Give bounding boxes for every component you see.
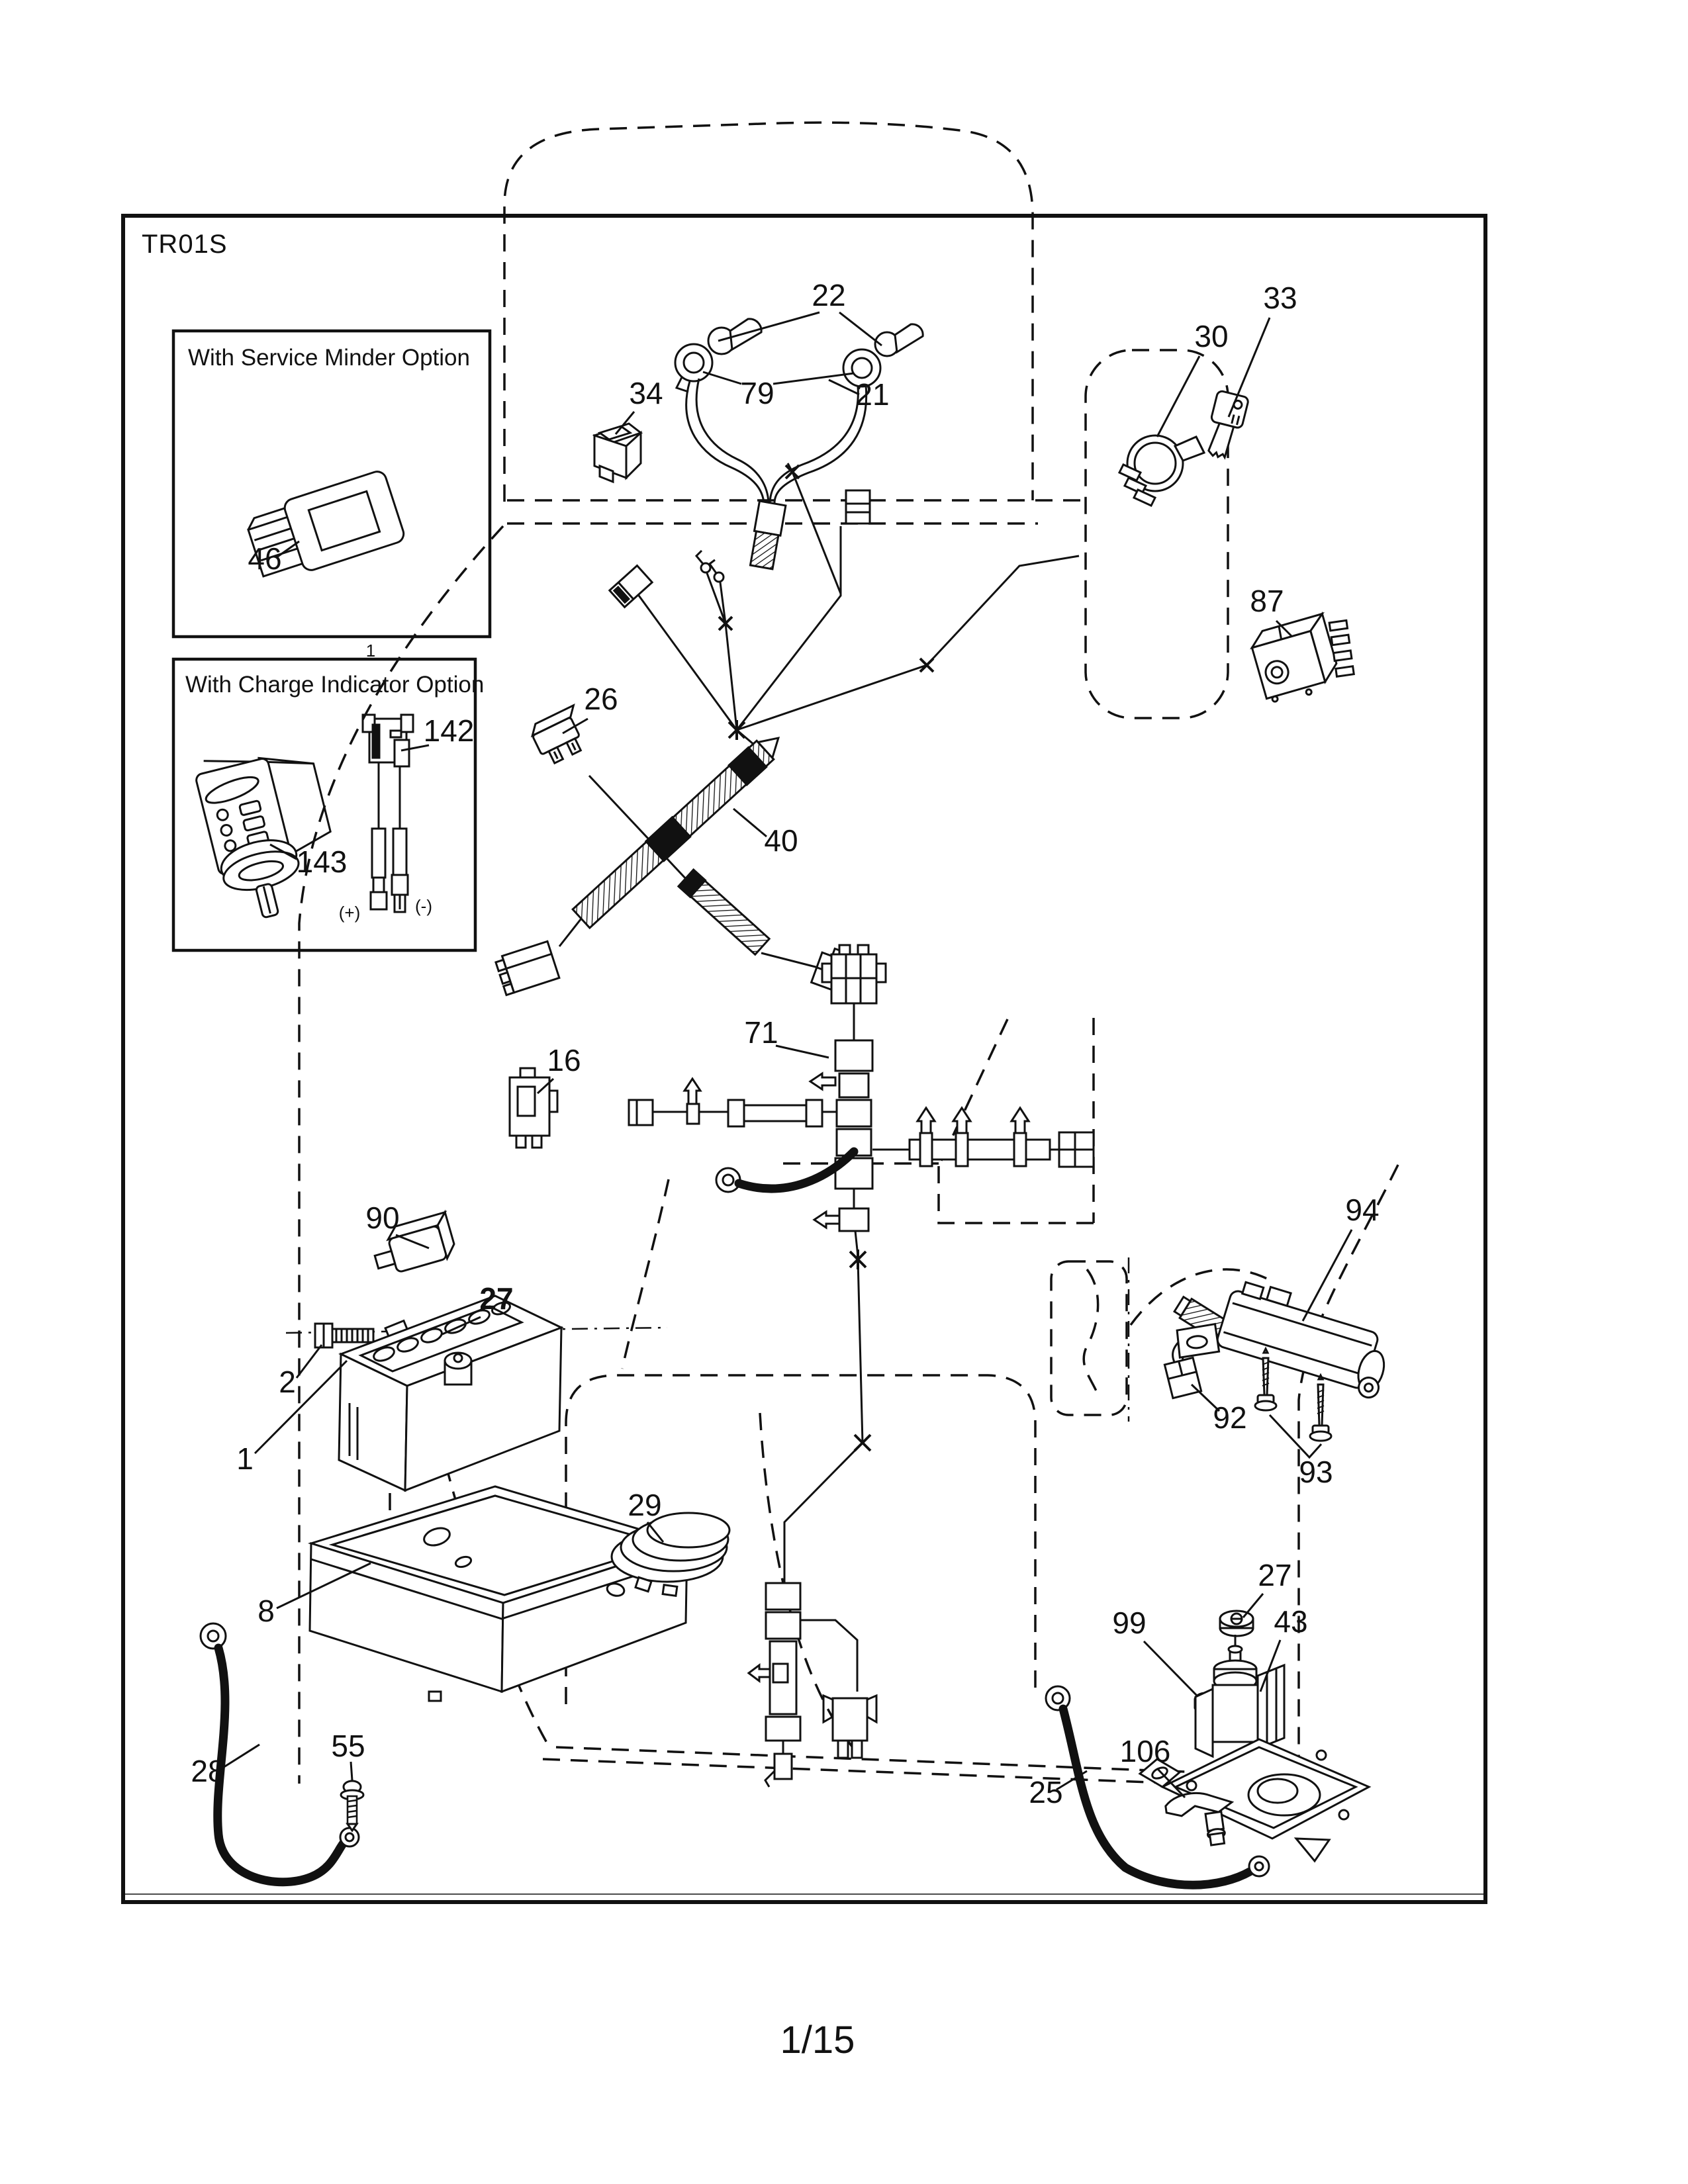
callout-25: 25 — [1029, 1775, 1062, 1809]
polarity-positive-label: (+) — [339, 903, 361, 923]
part-71-harness-trunk — [628, 944, 1095, 1788]
harness-wire-web — [608, 464, 1080, 753]
callout-2: 2 — [279, 1365, 296, 1399]
inset-charge-indicator-title: With Charge Indicator Option — [185, 672, 484, 698]
callout-79: 79 — [740, 376, 774, 410]
inset-footnote: 1 — [366, 641, 375, 660]
part-29-cap — [610, 1512, 731, 1598]
callout-90: 90 — [365, 1201, 399, 1235]
part-21-headlight-wiring — [685, 378, 868, 594]
part-22-headlight-bulbs — [707, 318, 924, 357]
callout-8: 8 — [258, 1594, 275, 1628]
part-92-pigtail — [1163, 1295, 1231, 1400]
inset-charge-indicator: With Charge Indicator Option 143 — [171, 657, 484, 952]
part-87-relay — [1250, 612, 1355, 703]
callout-94: 94 — [1345, 1193, 1379, 1227]
part-143-charge-indicator-drawing — [195, 756, 332, 919]
chassis-dashed-outlines — [298, 121, 1399, 1790]
callout-28: 28 — [191, 1754, 224, 1788]
part-90-terminal-cover — [373, 1209, 455, 1273]
callout-27-solenoid: 27 — [1258, 1558, 1291, 1592]
part-79-headlight-sockets — [674, 343, 882, 393]
callout-21: 21 — [855, 377, 889, 412]
callout-92: 92 — [1213, 1400, 1246, 1435]
part-27-solenoid-nut — [1219, 1610, 1254, 1637]
callout-30: 30 — [1194, 319, 1228, 353]
part-2-battery-bolt — [314, 1322, 375, 1349]
callout-55: 55 — [331, 1729, 365, 1763]
callout-87: 87 — [1250, 584, 1284, 618]
callout-1: 1 — [236, 1441, 254, 1476]
up-arrow-terminals — [915, 1106, 1031, 1167]
battery-terminal — [444, 1351, 473, 1386]
callout-46: 46 — [248, 541, 281, 576]
page-number: 1/15 — [780, 2019, 855, 2062]
part-33-ignition-key — [1207, 390, 1249, 460]
callout-27-battery: 27 — [479, 1281, 513, 1316]
inset-service-minder: With Service Minder Option 46 — [171, 329, 492, 639]
part-34-light-switch — [592, 422, 643, 484]
callout-143: 143 — [297, 844, 348, 879]
part-40-wiring-harness — [494, 737, 861, 997]
part-28-ground-cable — [199, 1622, 360, 1887]
drawing-border — [121, 214, 1487, 1904]
callout-93: 93 — [1299, 1455, 1333, 1489]
inset-service-minder-title: With Service Minder Option — [188, 345, 470, 371]
part-106-clip — [1164, 1792, 1235, 1846]
callout-26: 26 — [584, 682, 618, 716]
callout-43: 43 — [1274, 1604, 1307, 1639]
drawing-code: TR01S — [142, 230, 228, 259]
part-93-screws — [1254, 1346, 1333, 1442]
callout-29: 29 — [628, 1488, 661, 1522]
part-25-battery-cable — [1045, 1685, 1270, 1889]
part-142-indicator-harness-drawing — [361, 713, 414, 913]
part-55-screw — [340, 1780, 365, 1833]
callout-40: 40 — [764, 823, 798, 858]
callout-16: 16 — [547, 1043, 581, 1077]
polarity-negative-label: (-) — [415, 896, 432, 916]
part-46-hour-meter-drawing — [247, 471, 405, 578]
part-30-ignition-switch — [1117, 434, 1206, 507]
callout-99: 99 — [1112, 1606, 1146, 1640]
callout-71: 71 — [744, 1015, 778, 1050]
part-1-battery — [338, 1295, 564, 1492]
callout-33: 33 — [1263, 281, 1297, 315]
callout-22: 22 — [812, 278, 845, 312]
part-94-module — [1176, 1281, 1385, 1399]
callout-142: 142 — [424, 713, 475, 748]
part-26-fuse — [530, 703, 583, 765]
part-43-starter-solenoid — [1138, 1635, 1372, 1863]
part-16-interlock-switch — [508, 1067, 559, 1149]
callout-34: 34 — [629, 376, 663, 410]
callout-106: 106 — [1120, 1734, 1171, 1768]
